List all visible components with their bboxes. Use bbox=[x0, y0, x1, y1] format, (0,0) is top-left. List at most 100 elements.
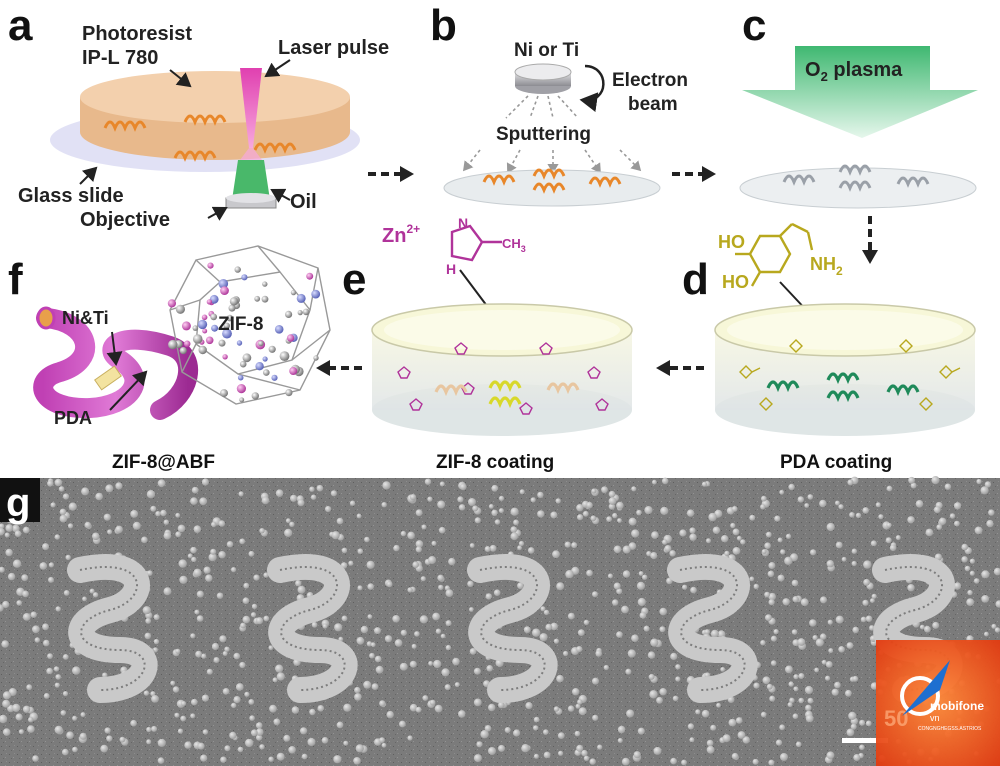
zif8-crystal bbox=[68, 523, 73, 528]
zif8-crystal bbox=[640, 612, 647, 619]
zif8-crystal bbox=[491, 485, 498, 492]
zif8-crystal bbox=[302, 754, 308, 760]
zif8-crystal bbox=[46, 668, 53, 675]
zif8-crystal bbox=[788, 484, 794, 490]
zif8-crystal bbox=[761, 496, 767, 502]
zif8-crystal bbox=[309, 709, 315, 715]
zif8-crystal bbox=[23, 613, 31, 621]
zif8-crystal bbox=[753, 683, 759, 689]
zif8-crystal bbox=[144, 690, 149, 695]
zif8-atom bbox=[289, 367, 297, 375]
glass-slide-label: Glass slide bbox=[18, 185, 124, 207]
zif8-crystal bbox=[251, 729, 258, 736]
zif8-crystal bbox=[368, 614, 373, 619]
zif8-crystal bbox=[427, 497, 432, 502]
zif8-crystal bbox=[974, 578, 980, 584]
zif8-crystal bbox=[592, 591, 598, 597]
zif8-crystal bbox=[42, 623, 49, 630]
zif8-crystal bbox=[991, 624, 996, 629]
zif8-crystal bbox=[586, 502, 593, 509]
zif8-crystal bbox=[793, 686, 798, 691]
zif8-crystal bbox=[249, 715, 255, 721]
glass-pointer bbox=[80, 168, 96, 184]
zinc-ion: Zn2+ bbox=[382, 222, 420, 247]
target-disc-top bbox=[515, 64, 571, 80]
zif8-crystal bbox=[621, 606, 629, 614]
zif8-crystal bbox=[105, 484, 113, 492]
amine-group: NH2 bbox=[810, 254, 843, 278]
zif8-crystal bbox=[115, 482, 122, 489]
zif8-crystal bbox=[499, 496, 504, 501]
caption-f: ZIF-8@ABF bbox=[112, 452, 215, 473]
zif8-atom bbox=[285, 389, 292, 396]
zif8-crystal bbox=[926, 529, 934, 537]
zif8-crystal bbox=[5, 533, 10, 538]
zif8-crystal bbox=[307, 738, 315, 746]
zif8-crystal bbox=[350, 501, 355, 506]
zif8-crystal bbox=[771, 636, 777, 642]
zif8-crystal bbox=[331, 490, 337, 496]
zif8-crystal bbox=[543, 729, 549, 735]
zif8-crystal bbox=[428, 661, 433, 666]
zif8-crystal bbox=[23, 706, 30, 713]
zif8-crystal bbox=[190, 497, 198, 505]
zif8-crystal bbox=[64, 590, 70, 596]
zif8-crystal bbox=[190, 713, 195, 718]
zif8-atom bbox=[182, 321, 191, 330]
zif8-atom bbox=[263, 356, 268, 361]
zif8-crystal bbox=[702, 482, 707, 487]
zif8-crystal bbox=[670, 758, 677, 765]
zif8-crystal bbox=[240, 623, 246, 629]
zif8-crystal bbox=[191, 699, 198, 706]
zif8-crystal bbox=[675, 676, 680, 681]
panel-c: c O2 plasma bbox=[740, 1, 978, 208]
zif8-crystal bbox=[689, 527, 695, 533]
electron-beam-loop bbox=[582, 66, 603, 100]
zif8-crystal bbox=[764, 542, 771, 549]
zif8-crystal bbox=[577, 514, 583, 520]
zif8-crystal bbox=[19, 729, 24, 734]
zif8-crystal bbox=[519, 541, 524, 546]
zif8-crystal bbox=[393, 545, 399, 551]
zif8-atom bbox=[263, 369, 270, 376]
zif8-crystal bbox=[82, 597, 87, 602]
zif8-crystal bbox=[505, 727, 511, 733]
zif8-crystal bbox=[986, 520, 993, 527]
zif8-crystal bbox=[62, 749, 69, 756]
zif8-crystal bbox=[217, 593, 223, 599]
zif8-crystal bbox=[533, 725, 538, 730]
zif8-crystal bbox=[618, 726, 626, 734]
zif8-crystal bbox=[550, 512, 557, 519]
zif8-crystal bbox=[828, 620, 833, 625]
zif8-crystal bbox=[628, 649, 636, 657]
zif8-crystal bbox=[147, 490, 155, 498]
zif8-crystal bbox=[273, 677, 278, 682]
zif8-crystal bbox=[277, 753, 285, 761]
zif8-crystal bbox=[80, 733, 87, 740]
zif8-crystal bbox=[490, 545, 497, 552]
zif8-crystal bbox=[706, 538, 711, 543]
zif8-crystal bbox=[256, 722, 263, 729]
zif8-crystal bbox=[577, 699, 582, 704]
zif8-crystal bbox=[72, 747, 78, 753]
zif8-crystal bbox=[954, 502, 961, 509]
zif8-crystal bbox=[224, 647, 229, 652]
zif8-crystal bbox=[763, 676, 771, 684]
zif8-crystal bbox=[382, 743, 387, 748]
zif8-crystal bbox=[229, 732, 236, 739]
zif8-crystal bbox=[793, 674, 798, 679]
zif8-crystal bbox=[601, 486, 608, 493]
zif8-crystal bbox=[631, 486, 636, 491]
zif8-crystal bbox=[105, 727, 111, 733]
zif8-crystal bbox=[779, 724, 785, 730]
zif8-crystal bbox=[798, 698, 804, 704]
zif8-crystal bbox=[495, 519, 500, 524]
zif8-crystal bbox=[887, 523, 892, 528]
zif8-crystal bbox=[115, 526, 123, 534]
zif8-crystal bbox=[369, 653, 375, 659]
panel-e: e Zn2+ N H CH3 bbox=[342, 215, 632, 473]
zif8-crystal bbox=[474, 754, 482, 762]
zif8-crystal bbox=[673, 696, 679, 702]
panel-g: g 50 mobifone vn CONGNGHEGSS.ASTRIOS bbox=[0, 476, 1000, 766]
zif8-crystal bbox=[827, 751, 835, 759]
